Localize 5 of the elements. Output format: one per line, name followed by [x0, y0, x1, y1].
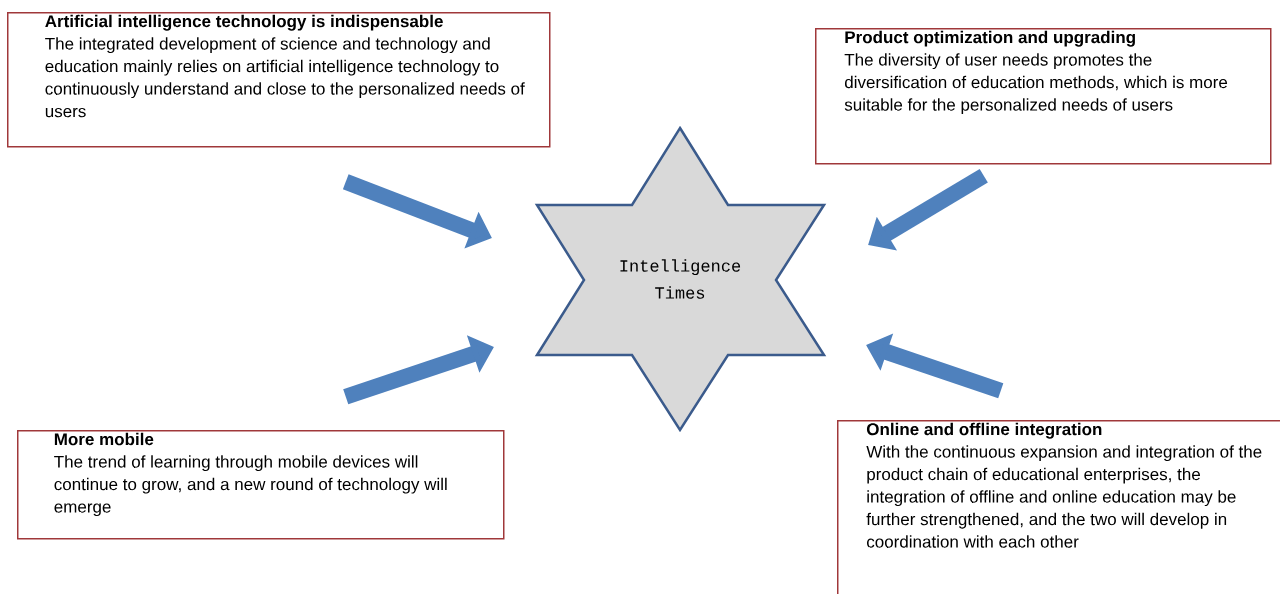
text-box: More mobile The trend of learning through mobile devices will continue to grow, and a new round of technology will emerge	[17, 430, 505, 540]
text-box: Product optimization and upgrading The diversity of user needs promotes the diversification of education methods, which is more suitable for the personalized needs of users	[815, 28, 1272, 165]
text-box: Online and offline integration With the continuous expansion and integration of the product chain of educational enterprises, the integration of offline and online education may be further strengthened, and the two will develop in coordination with each other	[837, 420, 1280, 594]
block-arrow	[868, 168, 988, 251]
text-box: Artificial intelligence technology is indispensable The integrated development of science and technology and education mainly relies on artificial intelligence technology to continuously understand and close to the personalized needs of users	[7, 12, 551, 148]
